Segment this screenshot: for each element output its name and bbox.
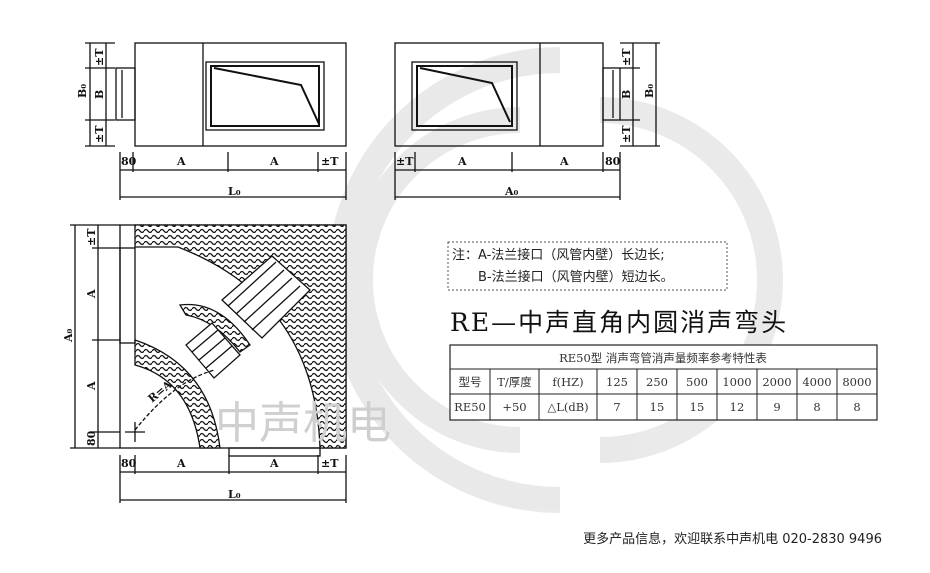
note-line-2: B-法兰接口（风管内壁）短边长。 (478, 269, 674, 285)
dim-a1: A (176, 155, 186, 168)
dim-l0: L₀ (228, 488, 241, 501)
table-cell: +50 (502, 400, 526, 414)
dim-t-top: ±T (93, 48, 106, 66)
table-header-cell: f(HZ) (552, 375, 583, 389)
table-header-cell: 8000 (842, 375, 871, 389)
dim-l0: L₀ (228, 185, 241, 198)
table-cell: 9 (773, 400, 780, 414)
dim-a2: A (559, 155, 569, 168)
dim-t-bottom: ±T (93, 125, 106, 143)
dim-a-lower: A (85, 381, 98, 391)
dim-b: B (93, 90, 106, 99)
dim-t-end: ±T (321, 457, 339, 470)
dim-80: 80 (605, 155, 621, 168)
table-header-cell: 125 (606, 375, 628, 389)
dim-a-upper: A (85, 289, 98, 299)
dim-a0: A₀ (504, 185, 519, 198)
dim-a2: A (269, 155, 279, 168)
table-header-cell: 2000 (762, 375, 791, 389)
dim-a2: A (269, 457, 279, 470)
table-cell: 8 (853, 400, 860, 414)
table-cell: 15 (650, 400, 665, 414)
dim-a1: A (457, 155, 467, 168)
note-line-1: 注：A-法兰接口（风管内壁）长边长; (452, 247, 665, 263)
table-header-cell: 型号 (459, 375, 482, 389)
dim-t-bottom: ±T (620, 125, 633, 143)
table-header-cell: 500 (686, 375, 708, 389)
dim-t-end: ±T (321, 155, 339, 168)
plan-view: R=A A₀ ±T A A 80 80 A A ±T L₀ (62, 224, 347, 503)
dim-80: 80 (121, 155, 137, 168)
dim-a1: A (176, 457, 186, 470)
table-header-cell: 1000 (722, 375, 751, 389)
table-cell: 7 (613, 400, 620, 414)
footer-contact: 更多产品信息，欢迎联系中声机电 020-2830 9496 (583, 531, 882, 547)
table-cell: 8 (813, 400, 820, 414)
side-view-right: ±T B ±T B₀ ±T A A 80 A₀ (394, 42, 660, 200)
attenuation-table: RE50型 消声弯管消声量频率参考特性表 型号 T/厚度 f(HZ) 125 250 50… (449, 344, 878, 421)
dim-t-end: ±T (396, 155, 414, 168)
table-caption: RE50型 消声弯管消声量频率参考特性表 (559, 351, 767, 365)
table-cell: RE50 (454, 400, 486, 414)
dim-b: B (620, 90, 633, 99)
table-cell: 12 (730, 400, 745, 414)
table-header-cell: 4000 (802, 375, 831, 389)
table-cell: 15 (690, 400, 705, 414)
note-box: 注：A-法兰接口（风管内壁）长边长; B-法兰接口（风管内壁）短边长。 (447, 241, 728, 291)
page-title: RE—中声直角内圆消声弯头 (450, 308, 788, 337)
dim-a0: A₀ (62, 328, 75, 343)
dim-b0: B₀ (643, 84, 656, 98)
table-header-cell: 250 (646, 375, 668, 389)
dim-t-top: ±T (85, 228, 98, 246)
dim-80-left: 80 (85, 430, 98, 446)
dim-80: 80 (121, 457, 137, 470)
side-view-left: B₀ ±T B ±T 80 A A ±T L₀ (76, 42, 347, 200)
brand-watermark: 中声机电 (215, 398, 391, 449)
table-header-cell: T/厚度 (497, 375, 532, 389)
dim-b0: B₀ (76, 84, 89, 98)
table-cell: △L(dB) (547, 400, 588, 414)
dim-t-top: ±T (620, 48, 633, 66)
